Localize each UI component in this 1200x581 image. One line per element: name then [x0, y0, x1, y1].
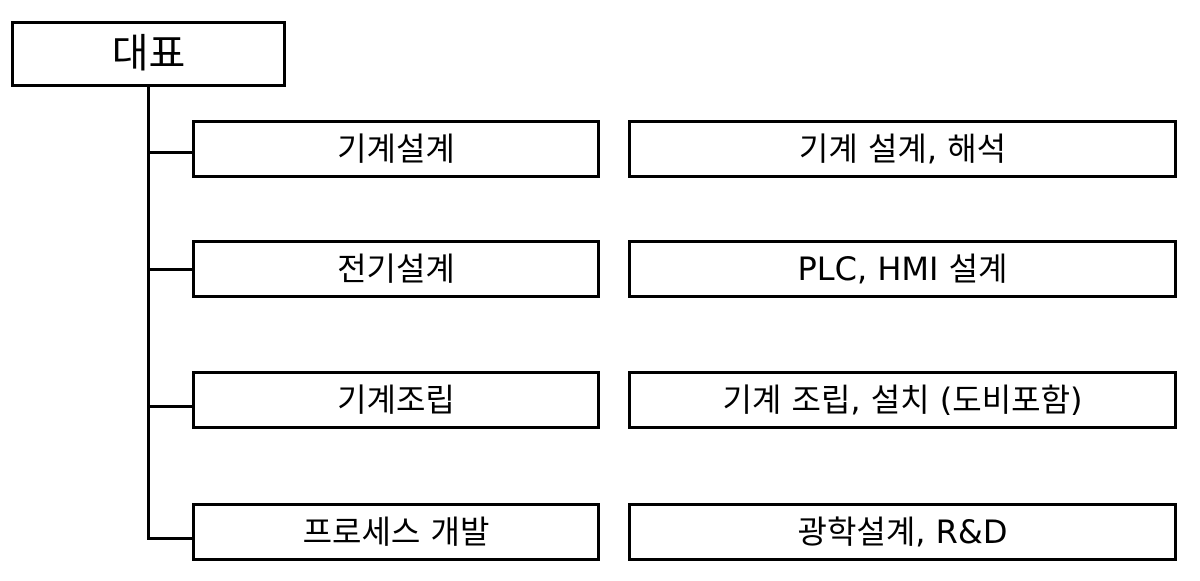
- description-label: 기계 설계, 해석: [798, 130, 1007, 168]
- description-node-mechanical-design: 기계 설계, 해석: [628, 120, 1177, 178]
- branch-connector-line: [147, 537, 193, 540]
- description-label: PLC, HMI 설계: [797, 250, 1008, 288]
- description-node-electrical-design: PLC, HMI 설계: [628, 240, 1177, 298]
- description-label: 광학설계, R&D: [797, 513, 1008, 551]
- department-node-mechanical-assembly: 기계조립: [192, 371, 600, 429]
- department-node-mechanical-design: 기계설계: [192, 120, 600, 178]
- department-label: 전기설계: [337, 250, 455, 288]
- description-node-mechanical-assembly: 기계 조립, 설치 (도비포함): [628, 371, 1177, 429]
- description-label: 기계 조립, 설치 (도비포함): [722, 381, 1083, 419]
- department-label: 기계설계: [337, 130, 455, 168]
- department-node-process-development: 프로세스 개발: [192, 503, 600, 561]
- department-node-electrical-design: 전기설계: [192, 240, 600, 298]
- branch-connector-line: [147, 405, 193, 408]
- branch-connector-line: [147, 151, 193, 154]
- department-label: 프로세스 개발: [302, 513, 490, 551]
- vertical-connector-line: [147, 87, 150, 540]
- root-node-ceo: 대표: [11, 21, 286, 87]
- department-label: 기계조립: [337, 381, 455, 419]
- branch-connector-line: [147, 268, 193, 271]
- root-node-label: 대표: [111, 31, 186, 77]
- description-node-process-development: 광학설계, R&D: [628, 503, 1177, 561]
